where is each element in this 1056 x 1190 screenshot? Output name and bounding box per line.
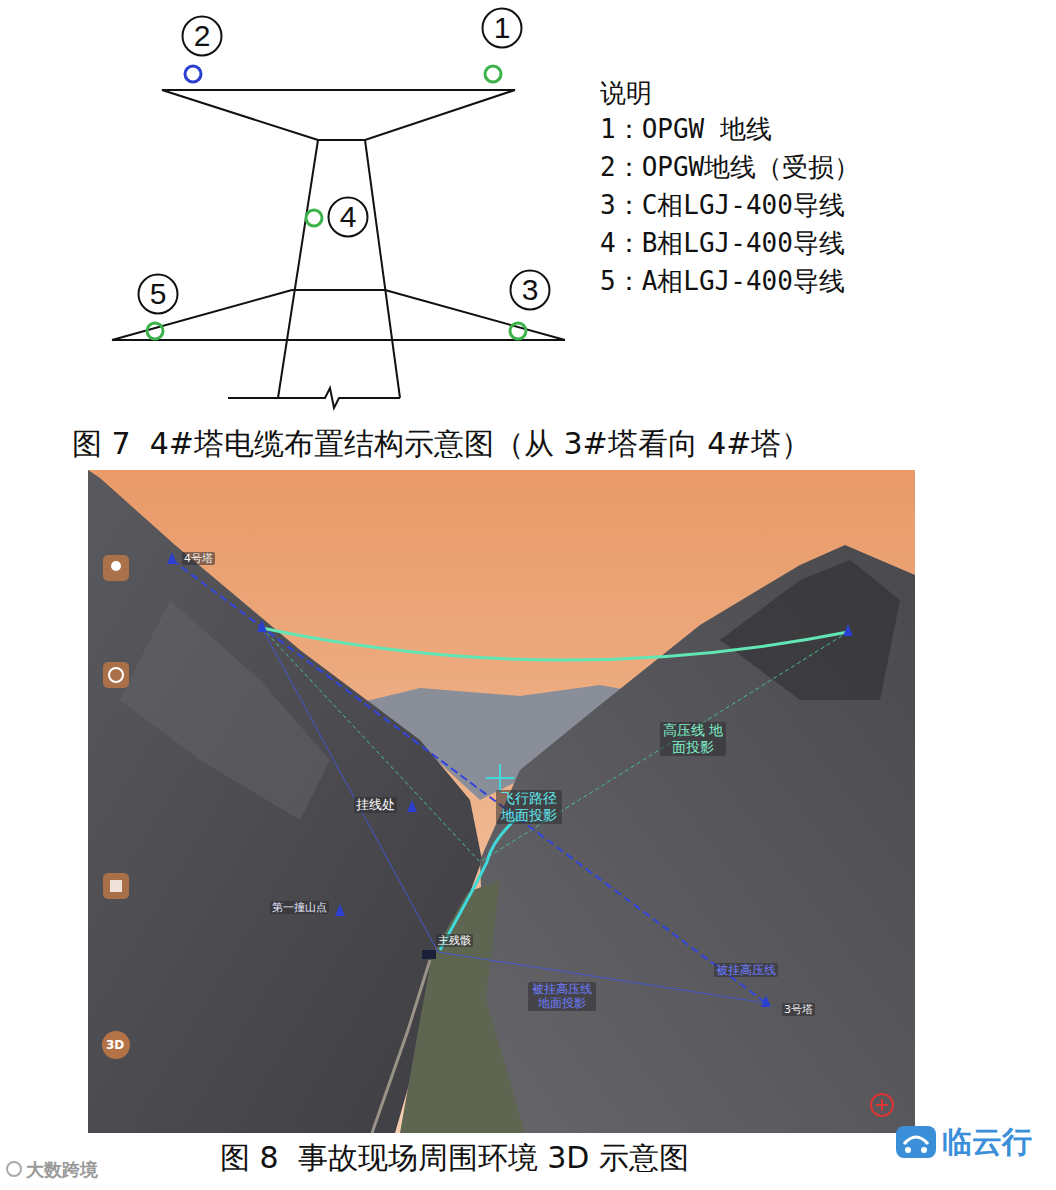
watermark-logo: [7, 1126, 936, 1176]
watermark: 大数跨境: [26, 1159, 98, 1181]
point-label: 第一撞山点: [270, 901, 329, 914]
map-label: 被挂高压线 地面投影: [528, 982, 596, 1011]
legend-entry: 2：OPGW地线（受损）: [600, 152, 860, 183]
callout-number: 4: [340, 202, 357, 232]
callout-number: 2: [194, 21, 211, 51]
figure-caption: 图 7 4#塔电缆布置结构示意图（从 3#塔看向 4#塔）: [72, 426, 811, 462]
callout-circle: 3: [509, 269, 551, 311]
map-label: 飞行路径 地面投影: [496, 790, 562, 824]
callout-circle: 1: [481, 7, 523, 49]
figure-caption: 图 8 事故现场周围环境 3D 示意图: [220, 1140, 689, 1176]
legend-entry: 5：A相LGJ-400导线: [600, 266, 845, 297]
watermark: 临云行: [942, 1124, 1032, 1160]
wire-markers: [147, 66, 526, 339]
terrain-view: [88, 470, 915, 1133]
callout-circle: 2: [181, 15, 223, 57]
legend-heading: 说明: [600, 78, 652, 109]
callout-number: 3: [522, 275, 539, 305]
callout-circle: 5: [137, 273, 179, 315]
tower-label: 3号塔: [782, 1003, 815, 1016]
tower-drawing: [112, 90, 565, 408]
callout-number: 5: [150, 279, 167, 309]
point-label: 挂线处: [354, 797, 397, 813]
legend-entry: 1：OPGW 地线: [600, 114, 772, 145]
legend-entry: 3：C相LGJ-400导线: [600, 190, 845, 221]
map-label: 高压线 地面投影: [660, 722, 726, 756]
tower-label: 4号塔: [182, 552, 215, 565]
toolbar-icons: [102, 555, 893, 1116]
toolbar-label: 3D: [106, 1038, 124, 1052]
callout-number: 1: [494, 13, 511, 43]
point-label: 主残骸: [436, 934, 473, 947]
legend-entry: 4：B相LGJ-400导线: [600, 228, 845, 259]
callout-circle: 4: [327, 196, 369, 238]
map-label: 被挂高压线: [714, 963, 778, 977]
